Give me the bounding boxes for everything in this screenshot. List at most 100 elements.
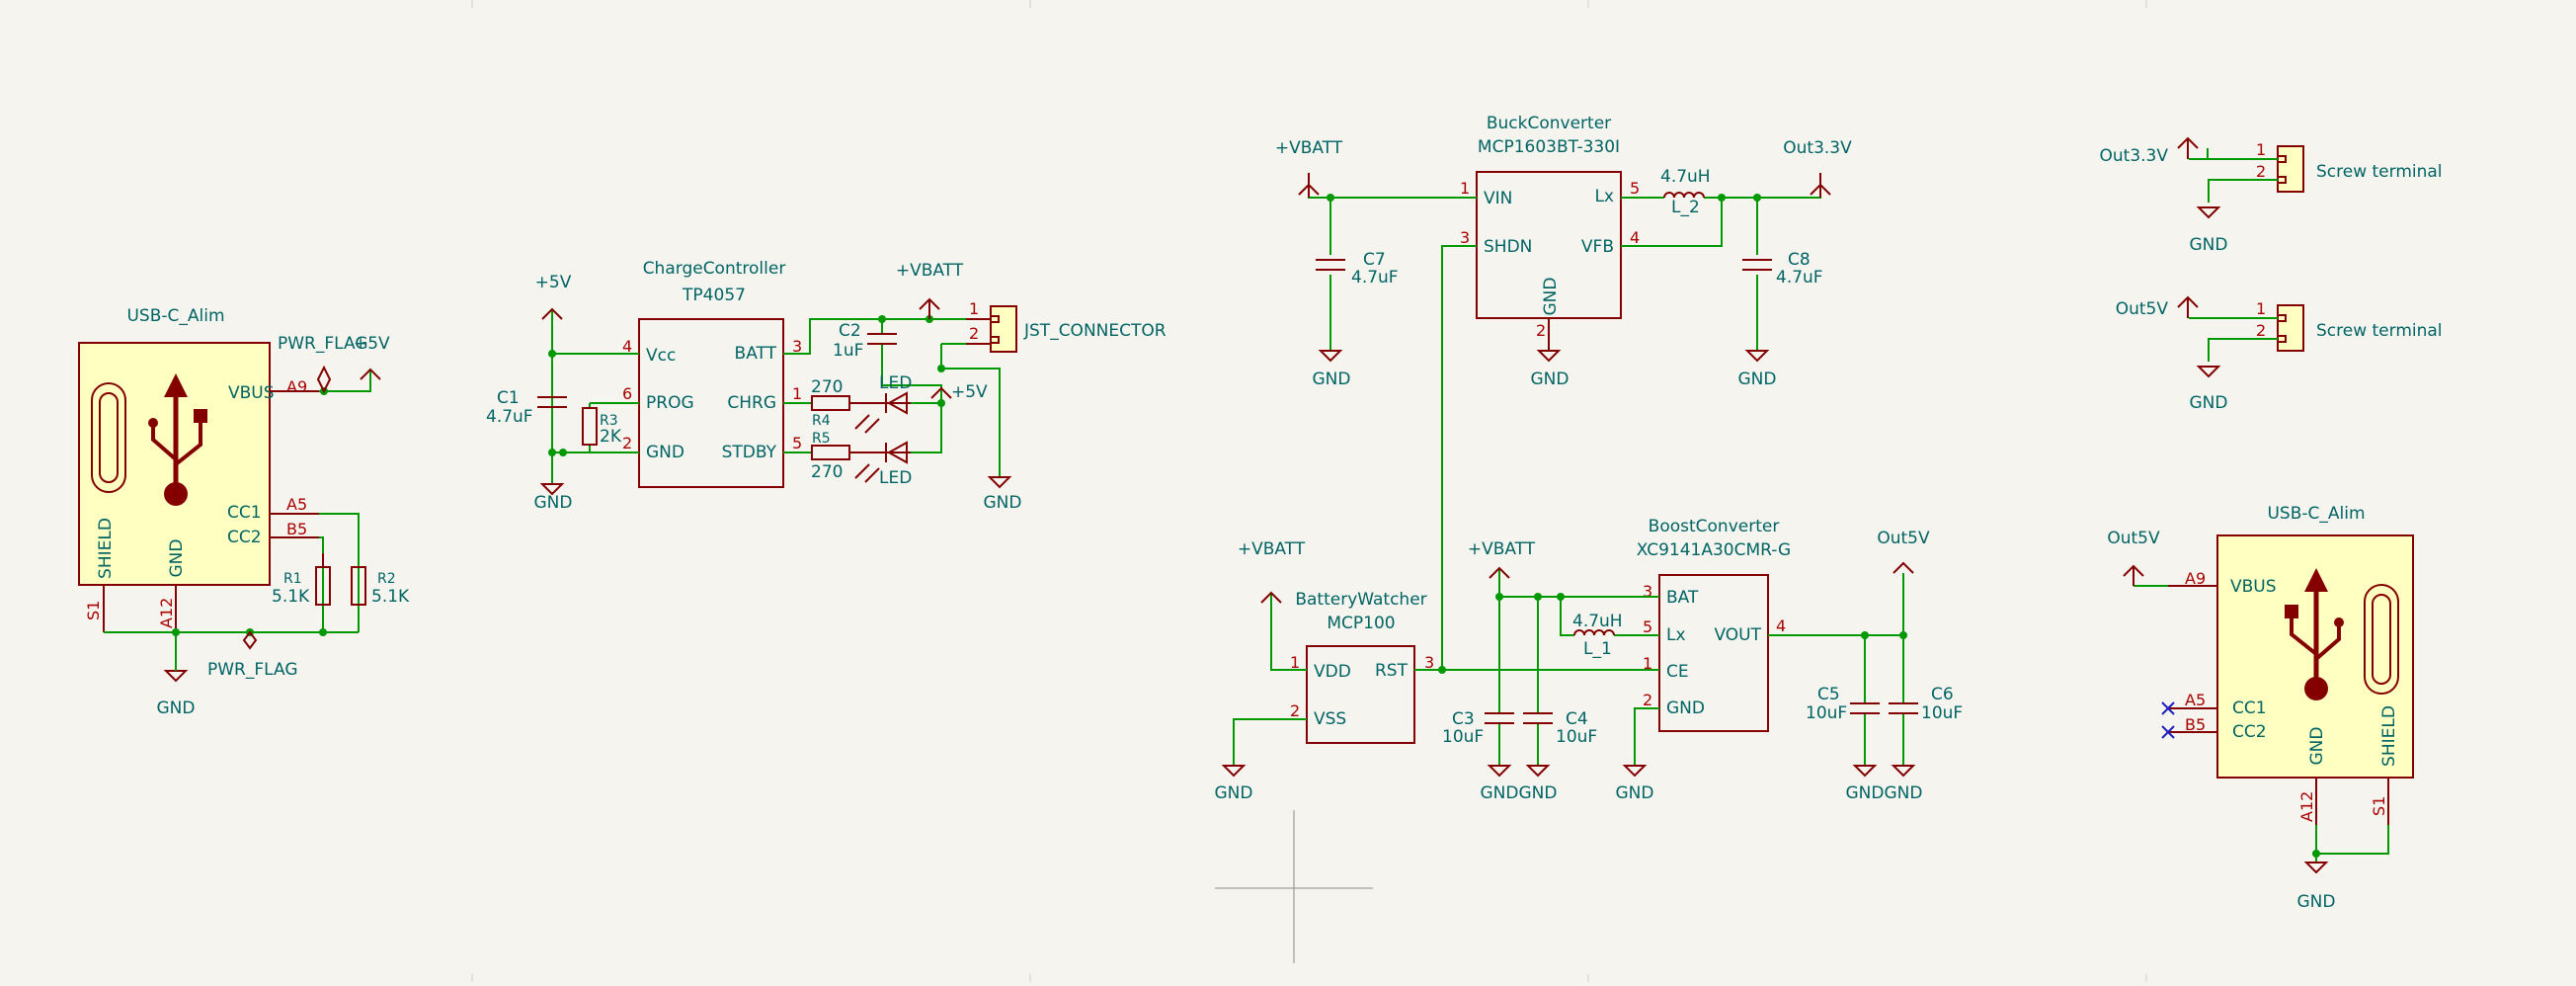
output-power-icon [1810,173,1831,198]
c1-val: 4.7uF [486,407,533,427]
boost-bat: BAT [1666,588,1699,608]
usb1-cc2-label: CC2 [227,528,262,547]
usb1-pin-b5: B5 [286,520,307,538]
led-diode-icon[interactable]: LED [854,373,912,434]
led-diode-icon[interactable]: LED [854,441,912,488]
inductor-l2[interactable]: 4.7uH L_2 [1660,167,1711,217]
boost-wiring [1495,568,1907,766]
charge-controller-ic[interactable]: ChargeController TP4057 Vcc PROG GND BAT… [622,259,802,488]
jst-label: JST_CONNECTOR [1023,321,1167,341]
resistor-r4[interactable]: 270 R4 [811,377,881,429]
usb1-title: USB-C_Alim [126,306,224,326]
charge-plus5v: +5V [535,273,572,292]
usb1-pin-s1: S1 [84,601,103,620]
charge-pin-1: 1 [792,384,802,403]
usb1-plus5v: +5V [354,334,390,354]
buck-converter-ic[interactable]: BuckConverter MCP1603BT-330I VIN SHDN Lx… [1460,114,1640,351]
screw1-pin-2: 2 [2256,162,2266,181]
charge-stdby: STDBY [722,443,777,462]
boost-out: Out5V [1877,529,1930,548]
boost-pin-2: 2 [1643,691,1652,709]
l2-val: 4.7uH [1660,167,1711,187]
ground-icon [1744,350,1770,363]
resistor-r5[interactable]: R5 270 [811,431,881,482]
r1-val: 5.1K [272,587,310,607]
capacitor-c3[interactable]: C3 10uF [1442,709,1514,747]
usb2-gnd-label: GND [2307,727,2327,766]
buck-gnd-2: GND [1531,370,1570,389]
usb2-pin-a9: A9 [2185,569,2206,588]
charge-pin-3: 3 [792,337,802,356]
usb2-wiring [2133,585,2389,863]
buck-gnd-3: GND [1738,370,1777,389]
inductor-l1[interactable]: 4.7uH L_1 [1572,612,1623,659]
usb1-pin-a12: A12 [157,598,176,628]
buck-pin-2: 2 [1536,321,1546,340]
capacitor-c7[interactable]: C7 4.7uF [1316,250,1399,288]
c2-ref: C2 [839,321,861,341]
boost-gnd-b: GND [1519,783,1558,803]
r2-val: 5.1K [371,587,410,607]
capacitor-c6[interactable]: C6 10uF [1889,685,1963,723]
watcher-pin-2: 2 [1290,701,1300,720]
capacitor-c1[interactable]: C1 4.7uF [486,388,567,427]
capacitor-c2[interactable]: C2 1uF [833,321,897,361]
resistor-r1[interactable]: R1 5.1K [272,553,331,607]
buck-vbatt: +VBATT [1275,138,1343,158]
plus5v-power-icon [930,386,952,399]
usb1-port-inner [99,392,119,483]
screw1-gnd: GND [2190,235,2228,255]
battery-watcher-ic[interactable]: BatteryWatcher MCP100 VDD VSS RST 1 2 3 [1290,590,1434,744]
screw2-pin-1: 1 [2256,299,2266,318]
boost-converter-ic[interactable]: BoostConverter XC9141A30CMR-G BAT Lx CE … [1637,517,1791,732]
charge-pin-6: 6 [622,384,632,403]
capacitor-c4[interactable]: C4 10uF [1523,709,1597,747]
usb-c-connector-1[interactable]: USB-C_Alim VBUS A9 CC1 CC2 A5 B5 SHIELD … [78,306,319,632]
screw-terminal-2[interactable]: 1 2 Screw terminal [2189,299,2443,362]
watcher-gnd: GND [1215,783,1253,803]
boost-pin-1: 1 [1643,654,1652,673]
buck-part: MCP1603BT-330I [1478,137,1620,157]
usb1-cc1-label: CC1 [227,503,262,523]
boost-pin-4: 4 [1776,616,1786,635]
usb1-pwr-flag-bottom: PWR_FLAG [207,660,298,680]
ground-icon [2196,206,2221,219]
buck-gnd: GND [1541,278,1561,316]
led1-label: LED [879,373,912,393]
usb2-cc2-label: CC2 [2232,722,2267,742]
c5-ref: C5 [1817,685,1840,704]
r3-val: 2K [600,427,622,447]
jst-connector[interactable]: 1 2 JST_CONNECTOR [966,299,1167,353]
boost-gnd-e: GND [1885,783,1923,803]
boost-pin-3: 3 [1643,582,1652,601]
charge-prog: PROG [646,393,694,413]
screw-terminal-1[interactable]: 1 2 Screw terminal [2189,140,2443,203]
charge-batt: BATT [735,344,777,364]
watcher-rst: RST [1375,661,1409,681]
usb2-gnd-net: GND [2297,892,2336,912]
usb-c-connector-2[interactable]: USB-C_Alim VBUS CC1 CC2 A9 A5 B5 GND SHI… [2161,504,2414,825]
ground-icon [987,476,1012,489]
l1-ref: L_1 [1583,639,1612,659]
c3-val: 10uF [1442,727,1484,747]
charge-gnd-net-2: GND [984,493,1022,513]
boost-lx: Lx [1666,625,1686,645]
capacitor-c5[interactable]: C5 10uF [1806,685,1880,723]
l1-val: 4.7uH [1572,612,1623,631]
capacitor-c8[interactable]: C8 4.7uF [1742,250,1823,288]
screw2-pin-2: 2 [2256,321,2266,340]
vbatt-power-icon [919,297,940,319]
screw1-label: Screw terminal [2316,162,2443,182]
output-power-icon [1892,561,1914,574]
boost-gnd-c: GND [1616,783,1654,803]
charge-gnd-net: GND [534,493,573,513]
c5-val: 10uF [1806,703,1847,723]
resistor-r3[interactable]: R3 2K [582,407,622,447]
resistor-r2[interactable]: R2 5.1K [351,566,410,607]
boost-gnd-d: GND [1846,783,1885,803]
c7-val: 4.7uF [1351,268,1399,288]
output-power-icon [2123,564,2144,586]
usb2-vbus-label: VBUS [2230,577,2277,597]
buck-pin-5: 5 [1630,179,1640,198]
